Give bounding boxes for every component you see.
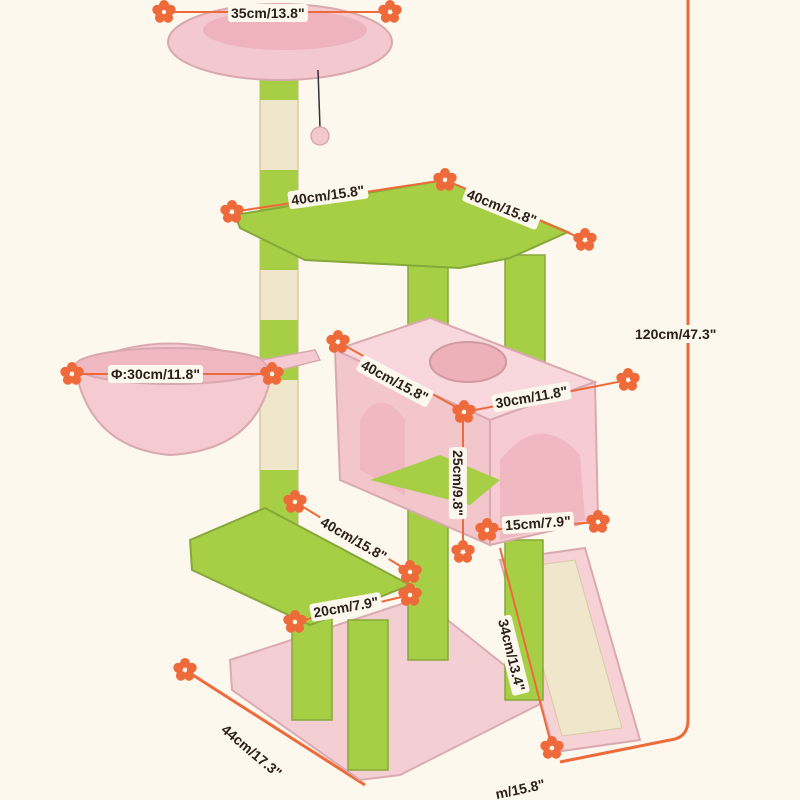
flower-marker-icon bbox=[326, 330, 350, 353]
total-height-guide-line bbox=[559, 0, 690, 764]
condo-top-hole bbox=[429, 341, 507, 383]
guide-line bbox=[499, 547, 553, 749]
label-top-bed-width: 35cm/13.8" bbox=[228, 4, 308, 22]
flower-marker-icon bbox=[283, 490, 307, 513]
label-total-height: 120cm/47.3" bbox=[632, 325, 720, 343]
label-condo-height: 25cm/9.8" bbox=[448, 447, 467, 519]
central-post bbox=[259, 69, 299, 531]
flower-marker-icon bbox=[475, 518, 499, 541]
flower-marker-icon bbox=[540, 736, 564, 759]
flower-marker-icon bbox=[283, 610, 307, 633]
flower-marker-icon bbox=[398, 560, 422, 583]
flower-marker-icon bbox=[452, 400, 476, 423]
flower-marker-icon bbox=[152, 0, 176, 23]
pom-pom-toy bbox=[310, 126, 330, 146]
post-front-left bbox=[347, 619, 389, 771]
flower-marker-icon bbox=[220, 200, 244, 223]
flower-marker-icon bbox=[433, 168, 457, 191]
label-hammock-diameter: Φ:30cm/11.8" bbox=[108, 365, 203, 383]
flower-marker-icon bbox=[451, 540, 475, 563]
flower-marker-icon bbox=[173, 658, 197, 681]
flower-marker-icon bbox=[586, 510, 610, 533]
toy-string bbox=[317, 69, 321, 129]
flower-marker-icon bbox=[616, 368, 640, 391]
condo-floor-green bbox=[370, 455, 500, 505]
flower-marker-icon bbox=[260, 362, 284, 385]
flower-marker-icon bbox=[573, 228, 597, 251]
flower-marker-icon bbox=[398, 583, 422, 606]
base-depth-guide-line bbox=[184, 668, 366, 787]
flower-marker-icon bbox=[378, 0, 402, 23]
flower-marker-icon bbox=[60, 362, 84, 385]
